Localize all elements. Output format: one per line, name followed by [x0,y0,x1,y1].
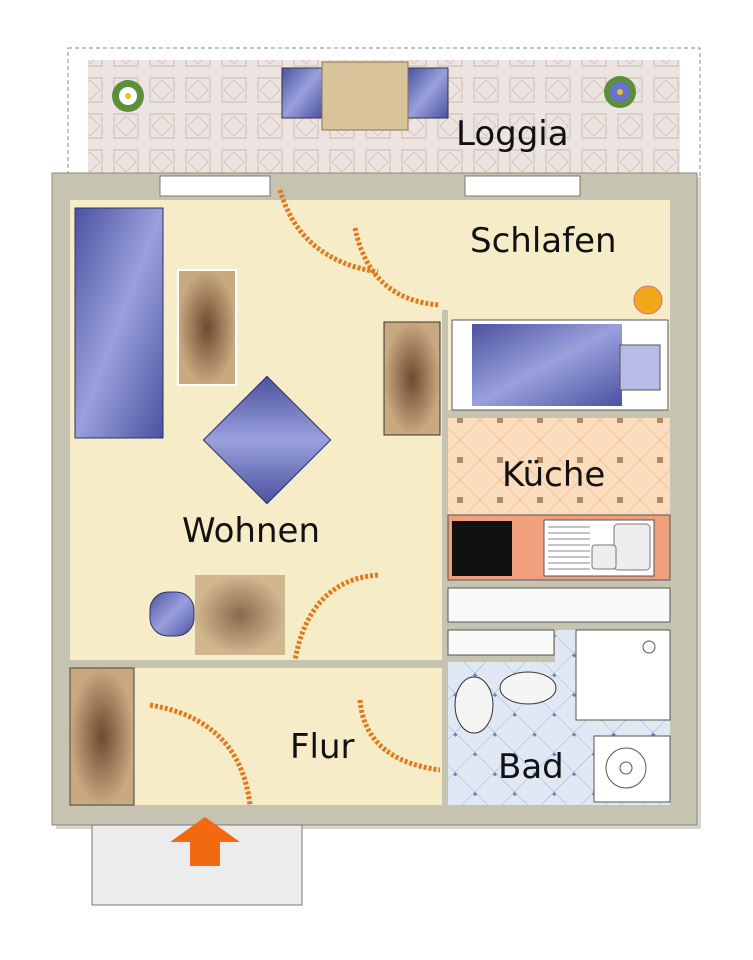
room-label-loggia: Loggia [456,114,569,154]
room-label-wohnen: Wohnen [182,511,320,551]
room-label-bad: Bad [498,747,564,787]
wardrobe [69,667,135,806]
desk-chair [149,591,195,637]
window [464,175,581,197]
tv-cabinet [383,321,441,436]
shower [575,629,671,721]
armchair [202,375,332,505]
room-label-kueche: Küche [502,455,605,495]
storage-shelf [447,629,555,656]
washbasin [499,671,557,705]
coffee-table [177,269,237,386]
desk [195,575,285,655]
sofa [74,207,164,439]
door-arc [352,227,441,308]
door-arc [277,189,379,275]
storage-shelf [447,587,671,623]
bed-blanket [472,324,622,406]
sink [543,519,655,577]
flower-icon [112,80,144,112]
loggia-chair-right [407,67,449,119]
loggia-table [321,61,409,131]
pillow [619,344,661,391]
entry-arrow-icon [170,817,240,866]
room-label-schlafen: Schlafen [470,221,617,261]
loggia-chair-left [281,67,323,119]
loggia: Loggia [67,47,701,185]
stove [452,521,512,576]
lamp-icon [633,285,663,315]
door-arc [149,702,253,806]
door-arc [357,699,441,773]
room-label-flur: Flur [290,727,355,767]
flower-icon [604,76,636,108]
room-kueche [448,418,670,515]
toilet [454,676,494,734]
window [159,175,271,197]
door-arc [292,572,379,661]
